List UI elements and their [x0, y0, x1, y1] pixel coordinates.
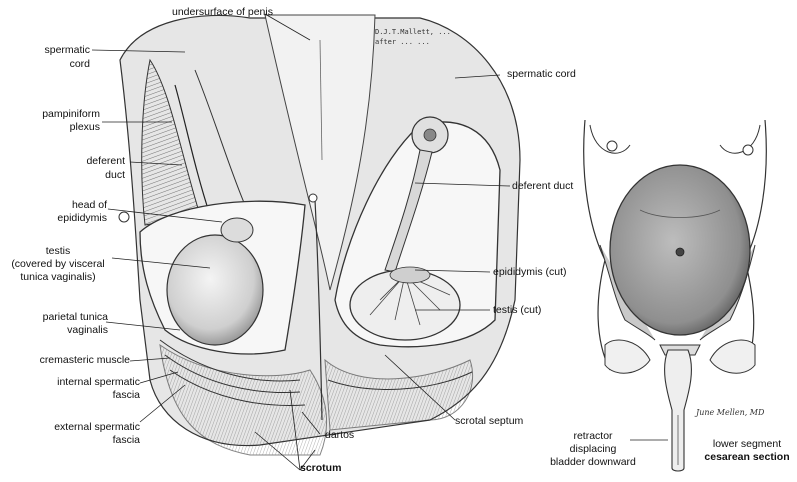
caption-line-2: cesarean section [700, 451, 794, 463]
label-testis-2: (covered by visceral [2, 258, 114, 270]
label-testis-1: testis [2, 245, 114, 257]
label-external-spermatic-2: fascia [113, 434, 140, 446]
label-epididymis-cut: epididymis (cut) [493, 266, 567, 278]
label-internal-spermatic-1: internal spermatic [57, 376, 140, 388]
label-scrotum: scrotum [300, 462, 341, 474]
label-pampiniform-1: pampiniform [42, 108, 100, 120]
scrotum-drawing [119, 15, 520, 455]
label-spermatic-cord-right: spermatic cord [507, 68, 576, 80]
label-testis-cut: testis (cut) [493, 304, 541, 316]
label-internal-spermatic-2: fascia [113, 389, 140, 401]
label-deferent-duct-left-2: duct [105, 169, 125, 181]
label-scrotal-septum: scrotal septum [455, 415, 523, 427]
label-undersurface-of-penis: undersurface of penis [172, 6, 273, 18]
label-parietal-tunica-2: vaginalis [67, 324, 108, 336]
label-retractor-1: retractor [548, 430, 638, 442]
label-pampiniform-2: plexus [70, 121, 100, 133]
signature-right: June Mellen, MD [696, 408, 764, 417]
label-head-of-epididymis-1: head of [72, 199, 107, 211]
label-external-spermatic-1: external spermatic [54, 421, 140, 433]
label-head-of-epididymis-2: epididymis [57, 212, 107, 224]
caption-line-1: lower segment [700, 438, 794, 450]
signature-left-1: D.J.T.Mallett, ... [375, 28, 451, 37]
label-cremasteric-muscle: cremasteric muscle [40, 354, 130, 366]
label-deferent-duct-left-1: deferent [86, 155, 125, 167]
label-spermatic-cord-left-2: cord [70, 58, 90, 70]
signature-left-2: after ... ... [375, 38, 430, 47]
label-retractor-3: bladder downward [548, 456, 638, 468]
label-parietal-tunica-1: parietal tunica [43, 311, 108, 323]
cesarean-drawing [584, 120, 767, 471]
label-retractor-2: displacing [548, 443, 638, 455]
label-testis-3: tunica vaginalis) [2, 271, 114, 283]
label-spermatic-cord-left-1: spermatic [44, 44, 90, 56]
label-deferent-duct-right: deferent duct [512, 180, 573, 192]
label-dartos: dartos [325, 429, 354, 441]
